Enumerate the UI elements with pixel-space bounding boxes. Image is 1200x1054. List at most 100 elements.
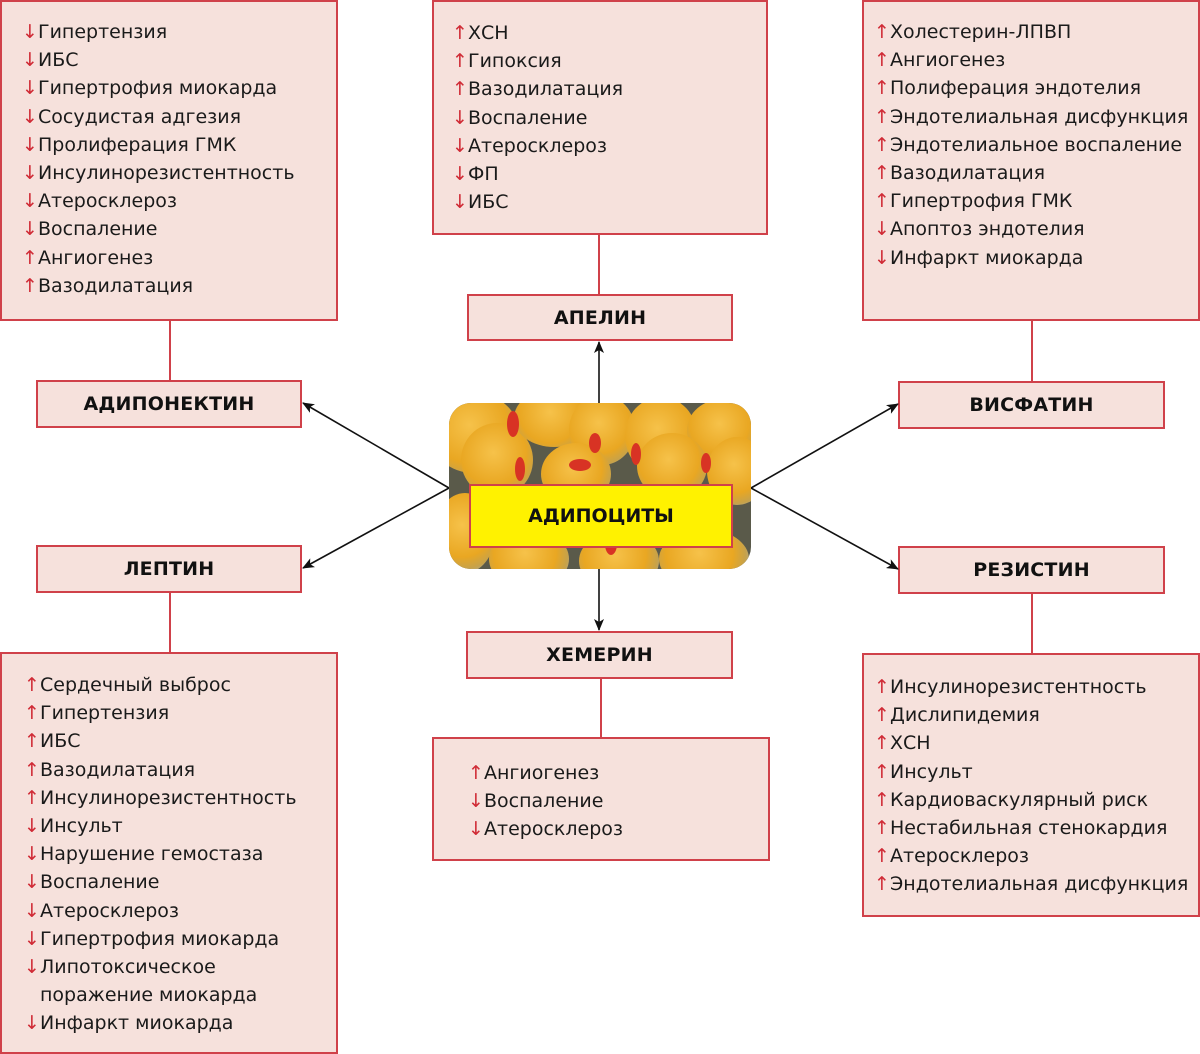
- chemerin-connector: [600, 679, 602, 737]
- effect-text: Гипертрофия миокарда: [40, 927, 280, 950]
- effect-item: ↓Сосудистая адгезия: [22, 103, 295, 131]
- effect-text: ХСН: [468, 22, 509, 44]
- effect-item: ↓ИБС: [452, 188, 623, 216]
- arrow-up-icon: ↑: [874, 732, 890, 755]
- effect-item: ↑Эндотелиальная дисфункция: [874, 103, 1188, 131]
- effect-item: ↓ФП: [452, 160, 623, 188]
- leptin-connector: [169, 592, 171, 652]
- apelin-effects-list: ↑ХСН↑Гипоксия↑Вазодилатация↓Воспаление↓А…: [452, 19, 623, 216]
- effect-text: Инфаркт миокарда: [890, 246, 1084, 269]
- arrow-up-icon: ↑: [24, 730, 40, 753]
- effect-item: ↑ХСН: [874, 729, 1188, 757]
- arrow-down-icon: ↓: [452, 163, 468, 186]
- arrow-up-icon: ↑: [874, 49, 890, 72]
- arrow-down-icon: ↓: [24, 899, 40, 922]
- effect-text: Воспаление: [468, 106, 588, 129]
- effect-item: ↑Инсульт: [874, 758, 1188, 786]
- arrow-to-adiponectin: [302, 402, 450, 489]
- effect-item: ↓Атеросклероз: [468, 815, 623, 843]
- adiponectin-label: АДИПОНЕКТИН: [36, 380, 302, 428]
- effect-text: Инсульт: [890, 760, 973, 783]
- arrow-up-icon: ↑: [874, 704, 890, 727]
- effect-text: поражение миокарда: [40, 984, 258, 1007]
- effect-item: ↑Эндотелиальная дисфункция: [874, 870, 1188, 898]
- effect-text: Инсульт: [40, 815, 123, 838]
- visfatin-effects-box: ↑Холестерин-ЛПВП↑Ангиогенез↑Полиферация …: [862, 0, 1200, 321]
- effect-text: Атеросклероз: [38, 190, 177, 213]
- effect-item: ↑ИБС: [24, 727, 297, 755]
- effect-item: ↑Сердечный выброс: [24, 671, 297, 699]
- resistin-effects-list: ↑Инсулинорезистентность↑Дислипидемия↑ХСН…: [874, 673, 1188, 899]
- effect-text: Гипоксия: [468, 50, 562, 73]
- effect-item: ↓Гипертрофия миокарда: [22, 74, 295, 102]
- arrow-up-icon: ↑: [452, 78, 468, 101]
- effect-text: Гипертензия: [40, 702, 170, 725]
- red-blood-cell: [631, 443, 641, 465]
- effect-item: ↑Холестерин-ЛПВП: [874, 18, 1188, 46]
- arrow-up-icon: ↑: [874, 788, 890, 811]
- effect-text: Кардиоваскулярный риск: [890, 788, 1149, 811]
- chemerin-effects-box: ↑Ангиогенез ↓Воспаление↓Атеросклероз: [432, 737, 770, 861]
- effect-text: Инфаркт миокарда: [40, 1012, 234, 1035]
- effect-item: ↓Гипертрофия миокарда: [24, 925, 297, 953]
- arrow-to-resistin: [750, 487, 899, 570]
- visfatin-effects-list: ↑Холестерин-ЛПВП↑Ангиогенез↑Полиферация …: [874, 18, 1188, 272]
- effect-item: ↓Воспаление: [24, 868, 297, 896]
- arrow-up-icon: ↑: [24, 674, 40, 696]
- effect-item: ↓Пролиферация ГМК: [22, 131, 295, 159]
- effect-text: Апоптоз эндотелия: [890, 218, 1085, 241]
- adiponectin-effects-list: ↓Гипертензия↓ИБС↓Гипертрофия миокарда↓Со…: [22, 18, 295, 300]
- effect-text: Воспаление: [484, 790, 604, 813]
- effect-text: Полиферация эндотелия: [890, 77, 1142, 100]
- arrow-up-icon: ↑: [874, 817, 890, 840]
- effect-item: поражение миокарда: [24, 981, 297, 1009]
- effect-text: Липотоксическое: [40, 956, 216, 979]
- effect-text: Гипертрофия ГМК: [890, 190, 1073, 213]
- effect-text: Инсулинорезистентность: [40, 786, 297, 809]
- arrow-up-icon: ↑: [468, 762, 484, 784]
- effect-item: ↑Ангиогенез: [468, 759, 623, 787]
- effect-item: ↓Воспаление: [452, 104, 623, 132]
- effect-item: ↑Вазодилатация: [874, 159, 1188, 187]
- effect-text: Гипертрофия миокарда: [38, 77, 278, 100]
- arrow-down-icon: ↓: [24, 927, 40, 950]
- effect-item: ↓Апоптоз эндотелия: [874, 215, 1188, 243]
- effect-text: Атеросклероз: [484, 818, 623, 841]
- effect-item: ↓Атеросклероз: [452, 132, 623, 160]
- effect-text: Гипертензия: [38, 21, 168, 43]
- leptin-effects-list: ↑Сердечный выброс↑Гипертензия↑ИБС↑Вазоди…: [24, 671, 297, 1038]
- effect-item: ↑Инсулинорезистентность: [24, 784, 297, 812]
- arrow-down-icon: ↓: [24, 956, 40, 979]
- arrow-down-icon: ↓: [452, 191, 468, 214]
- effect-item: ↓Инфаркт миокарда: [874, 244, 1188, 272]
- effect-text: Сердечный выброс: [40, 674, 231, 696]
- arrow-up-icon: ↑: [24, 702, 40, 725]
- effect-item: ↓Инсульт: [24, 812, 297, 840]
- arrow-down-icon: ↓: [468, 818, 484, 841]
- effect-text: Воспаление: [40, 871, 160, 894]
- effect-text: Воспаление: [38, 218, 158, 241]
- effect-text: Инсулинорезистентность: [38, 162, 295, 185]
- effect-text: Ангиогенез: [38, 246, 154, 269]
- arrow-down-icon: ↓: [24, 843, 40, 866]
- effect-item: ↓Липотоксическое: [24, 953, 297, 981]
- arrow-up-icon: ↑: [874, 133, 890, 156]
- visfatin-label: ВИСФАТИН: [898, 381, 1165, 429]
- effect-item: ↑Гипертрофия ГМК: [874, 187, 1188, 215]
- effect-text: ФП: [468, 163, 499, 186]
- chemerin-label: ХЕМЕРИН: [466, 631, 733, 679]
- arrow-down-icon: ↓: [24, 1012, 40, 1035]
- chemerin-effects-list: ↑Ангиогенез ↓Воспаление↓Атеросклероз: [468, 759, 623, 844]
- red-blood-cell: [589, 433, 601, 453]
- arrow-up-icon: ↑: [22, 274, 38, 297]
- visfatin-connector: [1031, 321, 1033, 382]
- adiponectin-connector: [169, 321, 171, 381]
- arrow-up-icon: ↑: [874, 873, 890, 896]
- arrow-down-icon: ↓: [874, 246, 890, 269]
- arrow-down-icon: ↓: [874, 218, 890, 241]
- effect-text: Дислипидемия: [890, 704, 1040, 727]
- red-blood-cell: [701, 453, 711, 473]
- effect-text: Вазодилатация: [468, 78, 624, 101]
- effect-item: ↓Атеросклероз: [22, 187, 295, 215]
- effect-item: ↓Нарушение гемостаза: [24, 840, 297, 868]
